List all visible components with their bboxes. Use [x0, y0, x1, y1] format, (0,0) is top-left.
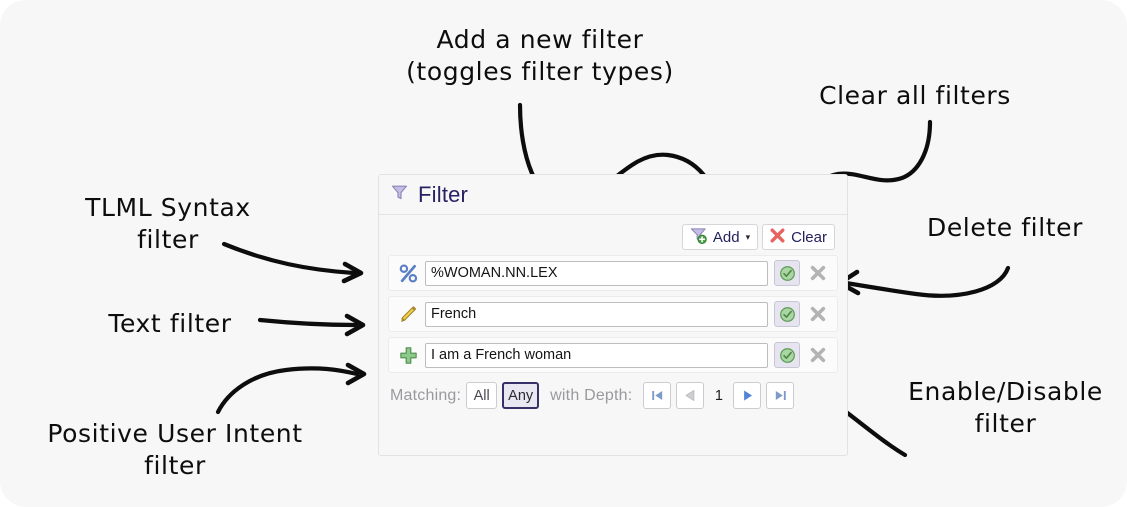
filter-enable-toggle[interactable] — [774, 342, 800, 368]
filter-value-input[interactable] — [425, 301, 768, 327]
filter-toolbar: Add ▾ Clear — [388, 221, 838, 255]
prev-page-icon[interactable] — [676, 382, 705, 409]
pencil-icon[interactable] — [395, 304, 421, 325]
filter-panel-titlebar: Filter — [379, 175, 847, 215]
filter-value-input[interactable] — [425, 260, 768, 286]
filter-row — [388, 255, 838, 291]
chevron-down-icon: ▾ — [745, 231, 751, 242]
depth-label: with Depth: — [550, 386, 633, 404]
red-x-icon — [769, 227, 786, 248]
first-page-icon[interactable] — [643, 382, 672, 409]
green-plus-icon[interactable] — [395, 345, 421, 366]
annotation-tlml-syntax: TLML Syntax filter — [85, 193, 251, 254]
filter-enable-toggle[interactable] — [774, 260, 800, 286]
filter-panel-body: Add ▾ Clear — [379, 215, 847, 409]
annotation-delete-filter: Delete filter — [926, 213, 1084, 242]
filter-panel: Filter Add ▾ — [378, 174, 848, 456]
percent-icon[interactable] — [395, 263, 421, 284]
annotation-enable-disable: Enable/Disable filter — [908, 377, 1103, 438]
filter-row — [388, 296, 838, 332]
annotation-add-filter: Add a new filter (toggles filter types) — [406, 25, 674, 86]
filter-row — [388, 337, 838, 373]
annotation-positive-intent: Positive User Intent filter — [47, 419, 303, 480]
match-all-button[interactable]: All — [466, 382, 498, 409]
delete-filter-button[interactable] — [805, 301, 831, 327]
match-any-button[interactable]: Any — [502, 382, 540, 409]
add-filter-button[interactable]: Add ▾ — [681, 224, 759, 250]
delete-filter-button[interactable] — [805, 260, 831, 286]
filter-value-input[interactable] — [425, 342, 768, 368]
annotation-text-filter: Text filter — [108, 309, 232, 338]
clear-filters-button[interactable]: Clear — [762, 224, 835, 250]
matching-label: Matching: — [390, 386, 462, 404]
filter-footer: Matching: All Any with Depth: 1 — [388, 378, 838, 409]
add-filter-label: Add — [712, 228, 740, 246]
page-title: Filter — [418, 181, 469, 207]
annotation-clear-all: Clear all filters — [819, 81, 1011, 110]
next-page-icon[interactable] — [733, 382, 762, 409]
last-page-icon[interactable] — [766, 382, 795, 409]
funnel-icon — [390, 183, 409, 207]
funnel-plus-icon — [689, 226, 708, 249]
clear-filters-label: Clear — [791, 228, 827, 246]
depth-value: 1 — [714, 387, 723, 404]
filter-enable-toggle[interactable] — [774, 301, 800, 327]
delete-filter-button[interactable] — [805, 342, 831, 368]
